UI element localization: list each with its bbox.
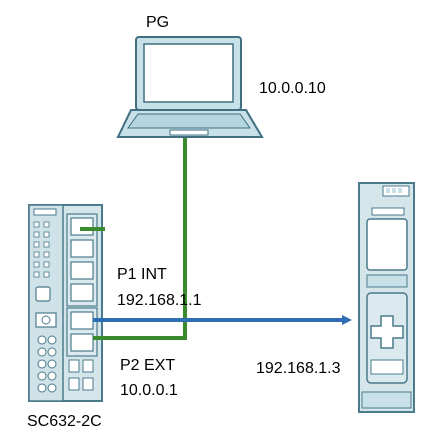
plc-ip: 192.168.1.3 [256,360,341,377]
pg-name: PG [146,14,170,31]
port1-ip: 192.168.1.1 [117,292,202,309]
pg-ip: 10.0.0.10 [259,80,326,97]
laptop-icon [116,36,264,138]
port2-label: P2 EXT [120,357,176,374]
switch-name: SC632-2C [27,413,102,430]
green-link [93,138,187,340]
plc-icon [358,182,415,413]
security-appliance-icon [28,204,103,402]
port2-ip: 10.0.0.1 [120,382,178,399]
port1-label: P1 INT [117,266,167,283]
